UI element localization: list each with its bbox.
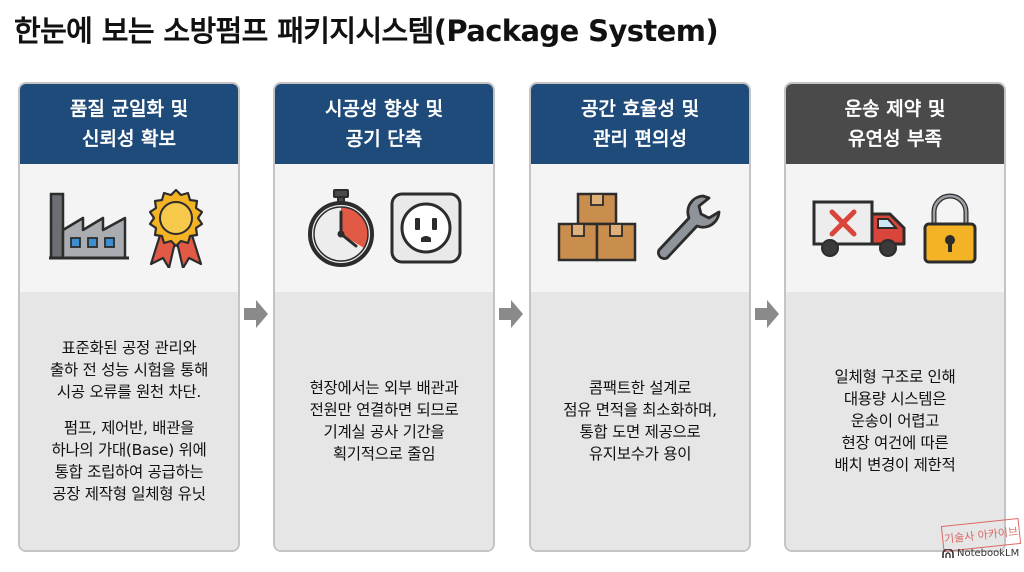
- text-line: 현장에서는 외부 배관과: [309, 379, 459, 397]
- stopwatch-icon: [308, 189, 374, 267]
- brand-label: NotebookLM: [957, 548, 1020, 559]
- card-header-line: 공간 효율성 및: [580, 98, 700, 120]
- arrow-right-icon: [755, 300, 779, 328]
- factory-icon: [49, 192, 129, 260]
- card-icons: [275, 164, 493, 292]
- text-line: 일체형 구조로 인해: [834, 368, 956, 386]
- card-icons: [786, 164, 1004, 292]
- notebooklm-logo-icon: [942, 548, 954, 558]
- text-line: 전원만 연결하면 되므로: [309, 401, 459, 419]
- card-header-line: 신뢰성 확보: [81, 128, 176, 150]
- card-header-line: 유연성 부족: [847, 128, 942, 150]
- card-paragraph: 콤팩트한 설계로 점유 면적을 최소화하며, 통합 도면 제공으로 유지보수가 …: [563, 377, 717, 465]
- text-line: 출하 전 성능 시험을 통해: [49, 361, 209, 379]
- card-header-line: 시공성 향상 및: [324, 98, 444, 120]
- card-paragraph: 현장에서는 외부 배관과 전원만 연결하면 되므로 기계실 공사 기간을 획기적…: [310, 377, 459, 465]
- page-title: 한눈에 보는 소방펌프 패키지시스템(Package System): [14, 14, 719, 48]
- card-quality: 품질 균일화 및 신뢰성 확보 표준화된 공정 관리와 출하 전: [18, 82, 240, 552]
- card-transport-limits: 운송 제약 및 유연성 부족 일체형 구조로: [784, 82, 1006, 552]
- truck-blocked-icon: [812, 200, 906, 257]
- text-line: 획기적으로 줄임: [332, 445, 436, 463]
- boxes-icon: [557, 192, 637, 262]
- wrench-icon: [657, 194, 721, 260]
- text-line: 콤팩트한 설계로: [588, 379, 692, 397]
- card-header: 운송 제약 및 유연성 부족: [786, 84, 1004, 164]
- card-header: 품질 균일화 및 신뢰성 확보: [20, 84, 238, 164]
- text-line: 기계실 공사 기간을: [323, 423, 445, 441]
- card-body: 현장에서는 외부 배관과 전원만 연결하면 되므로 기계실 공사 기간을 획기적…: [275, 292, 493, 550]
- text-line: 하나의 가대(Base) 위에: [51, 441, 207, 459]
- card-paragraph: 표준화된 공정 관리와 출하 전 성능 시험을 통해 시공 오류를 원천 차단.: [50, 337, 208, 403]
- card-paragraph: 펌프, 제어반, 배관을 하나의 가대(Base) 위에 통합 조립하여 공급하…: [51, 417, 206, 505]
- text-line: 현장 여건에 따른: [841, 434, 949, 452]
- arrow-right-icon: [499, 300, 523, 328]
- text-line: 유지보수가 용이: [588, 445, 692, 463]
- power-outlet-icon: [390, 192, 462, 264]
- card-construction: 시공성 향상 및 공기 단축: [273, 82, 495, 552]
- text-line: 배치 변경이 제한적: [834, 456, 956, 474]
- card-body: 콤팩트한 설계로 점유 면적을 최소화하며, 통합 도면 제공으로 유지보수가 …: [531, 292, 749, 550]
- text-line: 펌프, 제어반, 배관을: [63, 419, 195, 437]
- arrow-right-icon: [244, 300, 268, 328]
- text-line: 운송이 어렵고: [850, 412, 940, 430]
- award-medal-icon: [148, 188, 204, 268]
- text-line: 표준화된 공정 관리와: [61, 339, 197, 357]
- card-header-line: 품질 균일화 및: [69, 98, 189, 120]
- text-line: 시공 오류를 원천 차단.: [56, 383, 202, 401]
- card-header-line: 공기 단축: [345, 128, 423, 150]
- card-header-line: 관리 편의성: [592, 128, 687, 150]
- text-line: 통합 조립하여 공급하는: [54, 463, 204, 481]
- card-space-efficiency: 공간 효율성 및 관리 편의성 콤팩트한 설계로 점유 면적을 최소화하며, 통…: [529, 82, 751, 552]
- card-icons: [531, 164, 749, 292]
- padlock-icon: [923, 193, 977, 264]
- card-body: 표준화된 공정 관리와 출하 전 성능 시험을 통해 시공 오류를 원천 차단.…: [20, 292, 238, 550]
- card-icons: [20, 164, 238, 292]
- card-header: 공간 효율성 및 관리 편의성: [531, 84, 749, 164]
- text-line: 공장 제작형 일체형 유닛: [52, 485, 206, 503]
- brand-watermark: NotebookLM: [942, 548, 1019, 559]
- card-header-line: 운송 제약 및: [844, 98, 946, 120]
- text-line: 통합 도면 제공으로: [579, 423, 701, 441]
- card-paragraph: 일체형 구조로 인해 대용량 시스템은 운송이 어렵고 현장 여건에 따른 배치…: [835, 366, 956, 476]
- text-line: 점유 면적을 최소화하며,: [563, 401, 717, 419]
- card-body: 일체형 구조로 인해 대용량 시스템은 운송이 어렵고 현장 여건에 따른 배치…: [786, 292, 1004, 550]
- text-line: 대용량 시스템은: [843, 390, 947, 408]
- card-header: 시공성 향상 및 공기 단축: [275, 84, 493, 164]
